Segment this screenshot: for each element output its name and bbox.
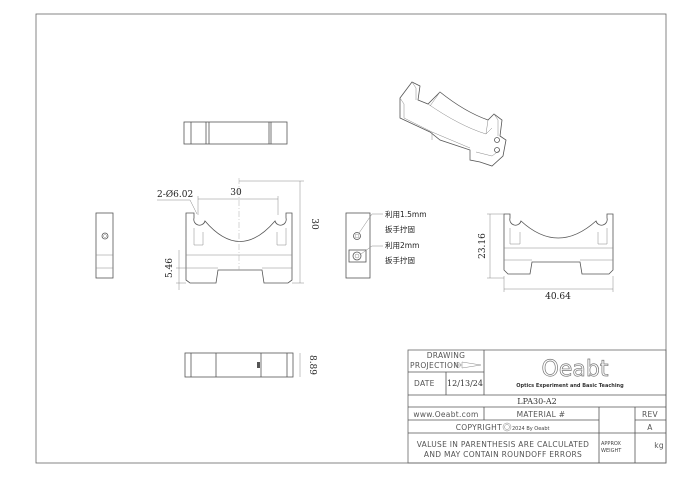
weight-unit: kg: [654, 441, 664, 450]
material-label: MATERIAL #: [517, 410, 566, 419]
right-view: 23.16 40.64: [478, 213, 614, 302]
website: www.Oeabt.com: [413, 410, 478, 419]
note-screw-1-sub: 扳手拧固: [385, 224, 415, 234]
dim-height-30: 30: [309, 218, 319, 230]
side-view-screws: 利用1.5mm 扳手拧固 利用2mm 扳手拧固: [345, 209, 427, 279]
isometric-view: [399, 81, 507, 167]
company-logo: Oeabt Optics Experiment and Basic Teachi…: [516, 357, 624, 389]
dim-width-30: 30: [230, 188, 242, 198]
title-block: DRAWING PROJECTION DATE 12/13/24 Oeabt O…: [407, 349, 667, 464]
note-line-1: VALUSE IN PARENTHESIS ARE CALCULATED: [417, 440, 590, 449]
projection-symbol-icon: [454, 361, 482, 369]
note-line-2: AND MAY CONTAIN ROUNDOFF ERRORS: [424, 450, 582, 459]
svg-text:Oeabt: Oeabt: [542, 357, 609, 382]
copyright-year: 2024 By Oeabt: [512, 426, 550, 432]
projection-label: PROJECTION: [410, 361, 459, 370]
left-side-view: [95, 212, 114, 279]
date-value: 12/13/24: [447, 379, 483, 388]
dim-hole-callout: 2-Ø6.02: [157, 189, 193, 200]
drawing-label: DRAWING: [427, 351, 466, 360]
dim-side-height: 23.16: [478, 233, 488, 259]
note-screw-2: 利用2mm: [385, 240, 419, 250]
rev-value: A: [647, 423, 653, 432]
dim-side-width: 40.64: [545, 292, 571, 302]
logo-subtitle: Optics Experiment and Basic Teaching: [516, 383, 624, 389]
note-screw-1: 利用1.5mm: [385, 209, 427, 219]
copyright-icon: [502, 422, 512, 432]
copyright-label: COPYRIGHT: [456, 423, 502, 432]
part-number: LPA30-A2: [517, 397, 557, 406]
weight-label: WEIGHT: [601, 448, 622, 454]
bottom-view: 8.89: [184, 352, 317, 378]
dim-foot-height: 5.46: [165, 258, 175, 278]
drawing-border: [35, 13, 667, 464]
approx-label: APPROX: [601, 441, 622, 447]
date-label: DATE: [414, 379, 435, 388]
dim-thickness: 8.89: [307, 355, 317, 375]
rev-label: REV: [642, 410, 659, 419]
top-view: [183, 121, 288, 145]
front-view: 30 30 2-Ø6.02 5.46: [157, 178, 319, 290]
note-screw-2-sub: 扳手拧固: [385, 255, 415, 265]
